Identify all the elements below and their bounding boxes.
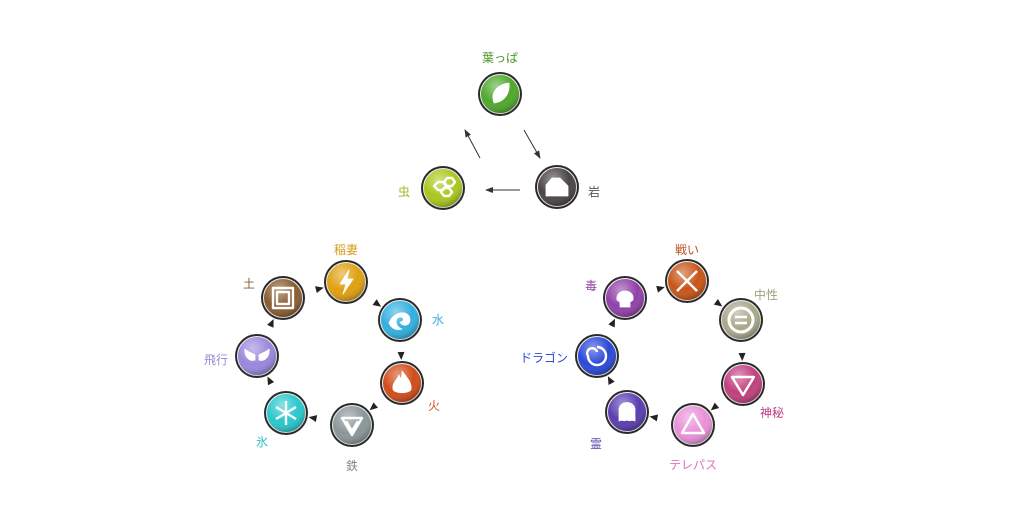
arrow-head [608,318,616,328]
flame-icon [392,370,412,394]
snowflake-icon [275,401,297,425]
arrow-head [308,415,318,422]
node-poison[interactable]: 毒 [585,276,647,320]
node-label: 水 [432,313,444,327]
node-fighting[interactable]: 戦い [665,243,709,303]
node-shine [237,336,277,376]
node-flying[interactable]: 飛行 [204,334,279,378]
square-icon [271,286,295,310]
node-dragon[interactable]: ドラゴン [520,334,619,378]
swords-icon [676,270,698,292]
arrow-head [656,285,665,293]
node-ground[interactable]: 土 [243,276,305,320]
wave-icon [388,312,411,331]
node-shine [263,278,303,318]
arrow-head [315,286,324,294]
arrow-head [369,402,378,411]
node-label: 神秘 [760,406,784,420]
lightning-icon [339,269,354,295]
steel-icon [340,416,364,437]
equals-icon [735,315,747,325]
arrow-head [372,299,382,307]
node-neutral[interactable]: 中性 [719,287,778,342]
arrow-head [607,376,615,385]
node-label: 鉄 [346,458,358,473]
leaf-icon [492,82,510,104]
arrow-head [738,352,746,362]
node-ghost[interactable]: 霊 [590,390,649,451]
arrow-head [397,351,405,361]
triangle-down-icon [730,375,756,397]
node-shine [723,364,763,404]
skull-icon [616,290,634,308]
node-label: 氷 [256,435,268,449]
node-label: 霊 [590,437,602,451]
node-water[interactable]: 水 [378,298,444,342]
node-electric[interactable]: 稲妻 [324,243,368,304]
triangle-up-icon [680,412,706,435]
node-label: 虫 [398,185,410,199]
node-label: 稲妻 [334,243,358,257]
node-label: 中性 [754,287,778,302]
node-rock[interactable]: 岩 [535,165,600,209]
rock-icon [545,177,569,197]
node-label: 土 [243,277,255,291]
arrow-head [649,414,659,422]
arrow-head [267,376,275,386]
wings-icon [244,348,270,361]
dragon-icon [585,345,608,367]
arrow-head [713,299,723,307]
honeycomb-icon [432,176,457,198]
node-label: 火 [428,399,440,413]
node-shine [721,300,761,340]
node-shine [673,405,713,445]
ring-icon [727,306,755,334]
node-label: 毒 [585,279,597,293]
node-bug[interactable]: 虫 [398,166,465,210]
node-label: 飛行 [204,353,228,367]
node-label: 葉っぱ [482,51,518,65]
node-shine [577,336,617,376]
node-telepath[interactable]: テレパス [669,403,717,472]
arrow [464,129,481,159]
node-leaf[interactable]: 葉っぱ [478,51,522,116]
arrow-head [710,402,720,411]
node-ice[interactable]: 氷 [256,391,308,449]
ghost-icon [618,402,636,422]
node-mystic[interactable]: 神秘 [721,362,784,420]
node-label: ドラゴン [520,350,568,365]
node-label: テレパス [669,458,717,472]
node-label: 戦い [675,243,699,257]
node-steel[interactable]: 鉄 [330,403,374,473]
arrow-head [267,318,274,328]
arrow [523,129,541,159]
node-shine [380,300,420,340]
node-shine [332,405,372,445]
node-label: 岩 [588,184,600,199]
node-fire[interactable]: 火 [380,361,440,413]
